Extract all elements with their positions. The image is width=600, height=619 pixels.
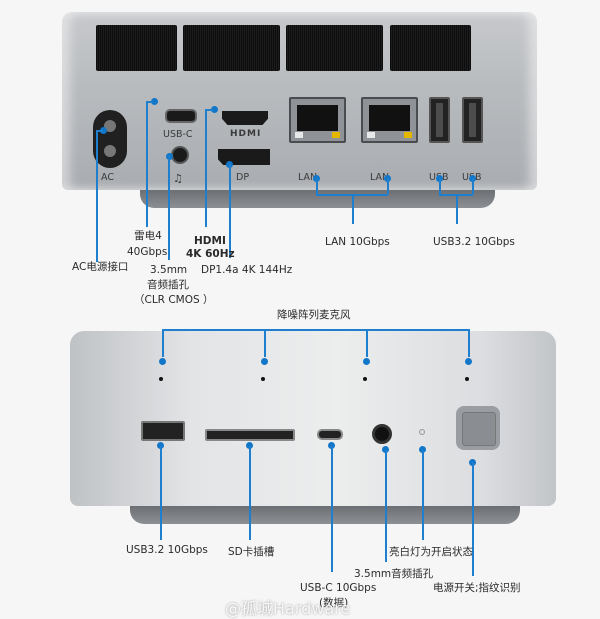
vent-grille (183, 25, 280, 71)
usb-c-port-front (317, 429, 343, 440)
watermark: @孤城Hardware (225, 599, 351, 618)
audio-callout-line2: 音频插孔 (147, 279, 189, 291)
usb-a-port-front (141, 421, 185, 441)
usb-a-port (429, 97, 450, 143)
power-callout-label: 电源开关;指纹识别 (433, 582, 521, 594)
audio-jack-front (372, 424, 392, 444)
microphone-hole (363, 377, 367, 381)
device-front-base (130, 506, 520, 524)
usb-c-port-label: USB-C (163, 129, 193, 140)
usb-a-port (462, 97, 483, 143)
lan-port (289, 97, 346, 143)
ac-power-port (93, 110, 127, 168)
lan-port-label: LAN (298, 172, 318, 183)
vent-grille (390, 25, 471, 71)
vent-grille (286, 25, 383, 71)
ac-port-label: AC (101, 172, 114, 183)
ac-callout-label: AC电源接口 (72, 261, 129, 273)
microphone-hole (261, 377, 265, 381)
audio-front-callout-label: 3.5mm音频插孔 (354, 568, 434, 580)
lan-port (361, 97, 418, 143)
usb-c-port (165, 109, 197, 123)
device-front-panel (70, 331, 556, 506)
sd-callout-label: SD卡插槽 (228, 546, 275, 558)
dp-port-label: DP (236, 172, 250, 183)
hdmi-callout-line2: 4K 60Hz (186, 248, 235, 260)
hdmi-logo: HDMI (230, 129, 262, 139)
audio-callout-line1: 3.5mm (150, 264, 188, 276)
power-fingerprint-button (456, 406, 500, 450)
usb-front-callout-label: USB3.2 10Gbps (126, 544, 208, 556)
microphone-hole (159, 377, 163, 381)
lan-callout-label: LAN 10Gbps (325, 236, 390, 248)
audio-jack (171, 146, 189, 164)
led-callout-label: 亮白灯为开启状态 (389, 546, 473, 558)
hdmi-callout-line1: HDMI (194, 235, 226, 247)
device-back-panel: AC USB-C ♫ HDMI DP LAN LAN USB USB (62, 12, 537, 190)
status-led (419, 429, 425, 435)
microphone-hole (465, 377, 469, 381)
lan-port-label: LAN (370, 172, 390, 183)
usb-c-front-callout-line2: (数据) (319, 597, 349, 609)
usb-callout-label: USB3.2 10Gbps (433, 236, 515, 248)
audio-callout-line3: （CLR CMOS ） (134, 294, 214, 306)
device-back-base (140, 190, 495, 208)
headphone-icon: ♫ (173, 172, 183, 185)
hdmi-port (222, 111, 268, 125)
mic-array-title: 降噪阵列麦克风 (277, 309, 351, 321)
dp-callout-label: DP1.4a 4K 144Hz (201, 264, 293, 276)
sd-card-slot (205, 429, 295, 441)
thunderbolt-callout-line2: 40Gbps (127, 246, 168, 258)
vent-grille (96, 25, 177, 71)
thunderbolt-callout-line1: 雷电4 (134, 230, 162, 242)
usb-c-front-callout-line1: USB-C 10Gbps (300, 582, 377, 594)
